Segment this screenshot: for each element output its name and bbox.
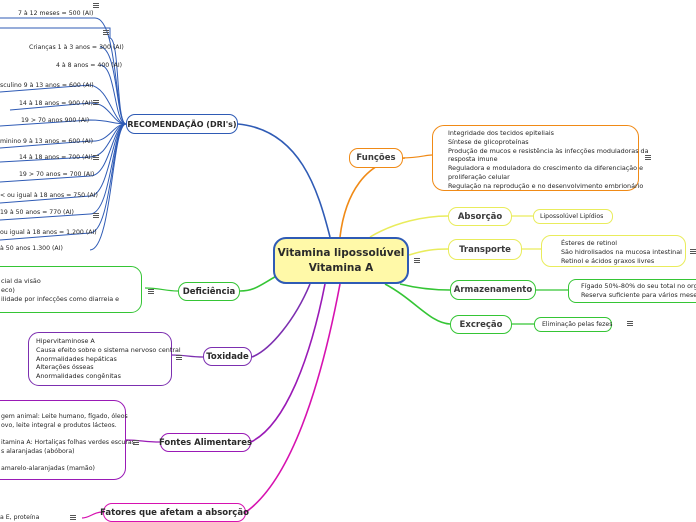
absorcao-leaf[interactable]: Lipossolúvel Lipídios — [533, 209, 613, 224]
transporte-details[interactable]: Ésteres de retinol São hidrolisados na m… — [541, 235, 686, 267]
funcoes-item: Regulação na reprodução e no desenvolvim… — [448, 181, 644, 190]
fontes-item: ovo, leite integral e produtos lácteos. — [1, 422, 117, 429]
branch-toxidade[interactable]: Toxidade — [203, 347, 252, 366]
recomendacao-item: à 50 anos 1.300 (AI) — [0, 245, 63, 252]
recomendacao-menu-icon[interactable] — [103, 30, 109, 35]
deficiencia-item: eco) — [1, 285, 15, 294]
branch-armazenamento-label: Armazenamento — [453, 285, 533, 295]
fatores-menu-icon[interactable] — [70, 515, 76, 520]
toxidade-item: Anormalidades hepáticas — [36, 354, 117, 363]
armazenamento-item: Fígado 50%-80% do seu total no organismo — [581, 282, 696, 290]
recomendacao-item: 14 à 18 anos = 700 (AI) — [19, 154, 93, 161]
branch-deficiencia[interactable]: Deficiência — [178, 282, 240, 301]
branch-absorcao-label: Absorção — [457, 211, 503, 222]
deficiencia-details[interactable]: cial da visão eco) ilidade por infecções… — [0, 266, 142, 313]
branch-recomendacao[interactable]: RECOMENDAÇÃO (DRI's) — [126, 114, 238, 134]
toxidade-menu-icon[interactable] — [176, 355, 182, 360]
transporte-item: São hidrolisados na mucosa intestinal — [561, 247, 682, 256]
funcoes-menu-icon[interactable] — [645, 155, 651, 160]
branch-transporte-label: Transporte — [459, 244, 511, 255]
transporte-item: Retinol e ácidos graxos livres — [561, 256, 655, 265]
fatores-item: a E, proteína — [0, 514, 40, 521]
funcoes-details[interactable]: Integridade dos tecidos epiteliais Sínte… — [432, 125, 649, 191]
recomendacao-item: 19 > 70 anos 900 (AI) — [21, 117, 90, 124]
fontes-details[interactable]: gem animal: Leite humano, fígado, óleos … — [0, 400, 135, 480]
toxidade-item: Alterações ósseas — [36, 363, 94, 372]
deficiencia-item: ilidade por infecções como diarreia e — [1, 294, 120, 303]
funcoes-item: resposta imune — [448, 155, 498, 164]
recomendacao-item: 14 à 18 anos = 900 (AI) — [19, 100, 93, 107]
transporte-item: Ésteres de retinol — [561, 239, 618, 247]
branch-deficiencia-label: Deficiência — [182, 286, 236, 297]
fontes-item: s alaranjadas (abóbora) — [1, 448, 75, 455]
connector-absorcao — [369, 215, 449, 238]
recomendacao-item: 4 à 8 anos = 400 (AI) — [56, 62, 123, 69]
recomendacao-menu-icon[interactable] — [93, 155, 99, 160]
connector-toxidade — [251, 283, 311, 358]
deficiencia-item: cial da visão — [1, 277, 41, 285]
recomendacao-item: < ou igual à 18 anos = 750 (AI) — [0, 192, 98, 199]
transporte-menu-icon[interactable] — [690, 249, 696, 254]
recomendacao-menu-icon[interactable] — [93, 213, 99, 218]
fontes-menu-icon[interactable] — [133, 440, 139, 445]
branch-recomendacao-label: RECOMENDAÇÃO (DRI's) — [127, 119, 237, 129]
recomendacao-menu-icon[interactable] — [93, 100, 99, 105]
branch-funcoes-label: Funções — [356, 153, 396, 163]
recomendacao-menu-icon[interactable] — [93, 3, 99, 8]
branch-transporte[interactable]: Transporte — [448, 239, 522, 260]
toxidade-item: Anormalidades congênitas — [36, 372, 121, 381]
branch-fontes[interactable]: Fontes Alimentares — [158, 433, 253, 452]
branch-funcoes[interactable]: Funções — [349, 148, 403, 168]
branch-excrecao[interactable]: Excreção — [450, 315, 512, 334]
funcoes-item: proliferação celular — [448, 173, 510, 182]
funcoes-item: Síntese de glicoproteínas — [448, 137, 529, 146]
connector-transporte — [408, 248, 449, 256]
recomendacao-item: minino 9 à 13 anos = 600 (AI) — [0, 138, 94, 145]
fontes-item: gem animal: Leite humano, fígado, óleos — [1, 413, 128, 420]
armazenamento-item: Reserva suficiente para vários meses — [581, 290, 696, 299]
connector-fontes — [250, 283, 326, 443]
armazenamento-details[interactable]: Fígado 50%-80% do seu total no organismo… — [568, 279, 696, 303]
connector-armazenamento — [399, 283, 451, 291]
central-topic-line2: Vitamina A — [308, 261, 374, 274]
recomendacao-item: 19 > 70 anos = 700 (AI) — [19, 171, 95, 178]
fontes-item: amarelo-alaranjadas (mamão) — [1, 465, 95, 472]
toxidade-item: Hipervitaminose A — [36, 337, 95, 345]
branch-fontes-label: Fontes Alimentares — [158, 437, 253, 448]
excrecao-menu-icon[interactable] — [627, 321, 633, 326]
funcoes-item: Reguladora e moduladora do crescimento d… — [448, 164, 644, 173]
absorcao-leaf-text: Lipossolúvel Lipídios — [540, 213, 604, 220]
toxidade-details[interactable]: Hipervitaminose A Causa efeito sobre o s… — [28, 332, 181, 386]
deficiencia-menu-icon[interactable] — [148, 289, 154, 294]
excrecao-leaf-text: Eliminação pelas fezes — [542, 321, 613, 328]
excrecao-leaf[interactable]: Eliminação pelas fezes — [534, 317, 612, 332]
connector-fatores — [245, 283, 341, 513]
fontes-item: itamina A: Hortaliças folhas verdes escu… — [1, 439, 135, 446]
connector-recomendacao — [237, 123, 331, 238]
branch-absorcao[interactable]: Absorção — [448, 207, 512, 226]
funcoes-item: Integridade dos tecidos epiteliais — [448, 129, 554, 137]
toxidade-item: Causa efeito sobre o sistema nervoso cen… — [36, 345, 181, 354]
funcoes-item: Produção de mucos e resistência às infec… — [448, 146, 649, 155]
central-topic[interactable]: Vitamina lipossolúvel Vitamina A — [273, 237, 409, 284]
branch-fatores-label: Fatores que afetam a absorção — [100, 507, 249, 518]
branch-armazenamento[interactable]: Armazenamento — [450, 280, 536, 300]
recomendacao-item: 19 à 50 anos = 770 (AI) — [0, 209, 74, 216]
branch-fatores[interactable]: Fatores que afetam a absorção — [100, 503, 249, 522]
recomendacao-item: ou igual à 18 anos = 1.200 (AI) — [0, 229, 97, 236]
recomendacao-item: sculino 9 à 13 anos = 600 (AI) — [0, 82, 94, 89]
branch-excrecao-label: Excreção — [459, 319, 503, 330]
recomendacao-item: Crianças 1 à 3 anos = 300 (AI) — [29, 44, 124, 51]
connector-excrecao — [384, 283, 451, 325]
central-menu-icon[interactable] — [414, 258, 420, 263]
central-topic-line1: Vitamina lipossolúvel — [277, 247, 405, 260]
branch-toxidade-label: Toxidade — [206, 351, 249, 362]
recomendacao-item: 7 à 12 meses = 500 (AI) — [18, 10, 94, 17]
